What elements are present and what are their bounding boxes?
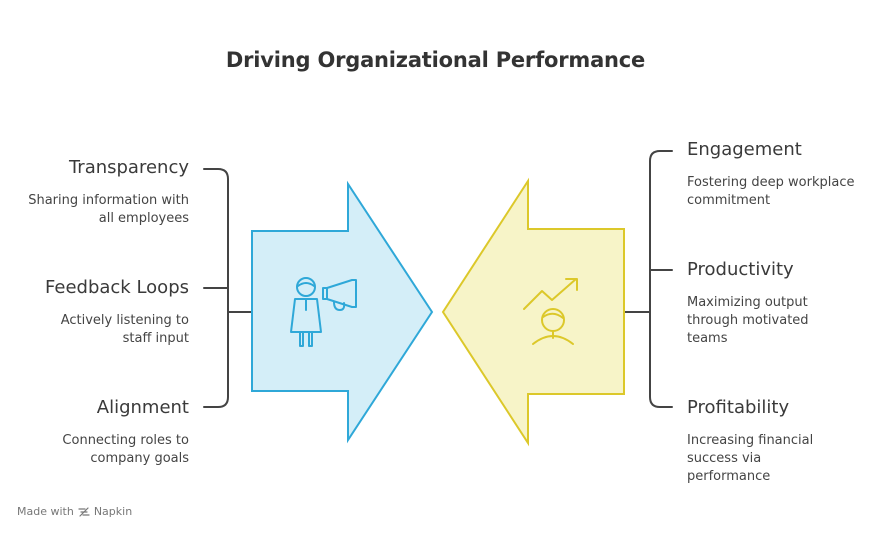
right-item-title-engagement: Engagement xyxy=(687,139,802,160)
left-item-desc-alignment: Connecting roles to company goals xyxy=(62,433,189,466)
right-item-title-productivity: Productivity xyxy=(687,259,794,280)
right-item-desc-productivity: Maximizing output through motivated team… xyxy=(687,295,809,346)
footer-attribution[interactable]: Made with Napkin xyxy=(17,505,132,518)
left-bracket xyxy=(203,168,253,408)
right-item-title-profitability: Profitability xyxy=(687,397,790,418)
left-item-title-transparency: Transparency xyxy=(68,157,189,178)
left-item-title-feedback-loops: Feedback Loops xyxy=(45,277,189,298)
left-item-title-alignment: Alignment xyxy=(96,397,189,418)
right-item-desc-engagement: Fostering deep workplace commitment xyxy=(687,175,855,208)
right-item-desc-profitability: Increasing financial success via perform… xyxy=(687,433,814,484)
person-growth-icon xyxy=(523,278,578,345)
right-arrow-shape xyxy=(441,177,625,447)
right-bracket xyxy=(623,150,673,408)
napkin-logo-icon xyxy=(78,506,90,517)
left-item-desc-transparency: Sharing information with all employees xyxy=(28,193,189,226)
left-item-desc-feedback-loops: Actively listening to staff input xyxy=(60,313,189,346)
footer-brand: Napkin xyxy=(93,505,133,518)
page-title: Driving Organizational Performance xyxy=(225,48,646,72)
left-arrow-shape xyxy=(251,180,434,444)
person-megaphone-icon xyxy=(290,277,357,347)
footer-prefix: Made with xyxy=(17,505,74,518)
